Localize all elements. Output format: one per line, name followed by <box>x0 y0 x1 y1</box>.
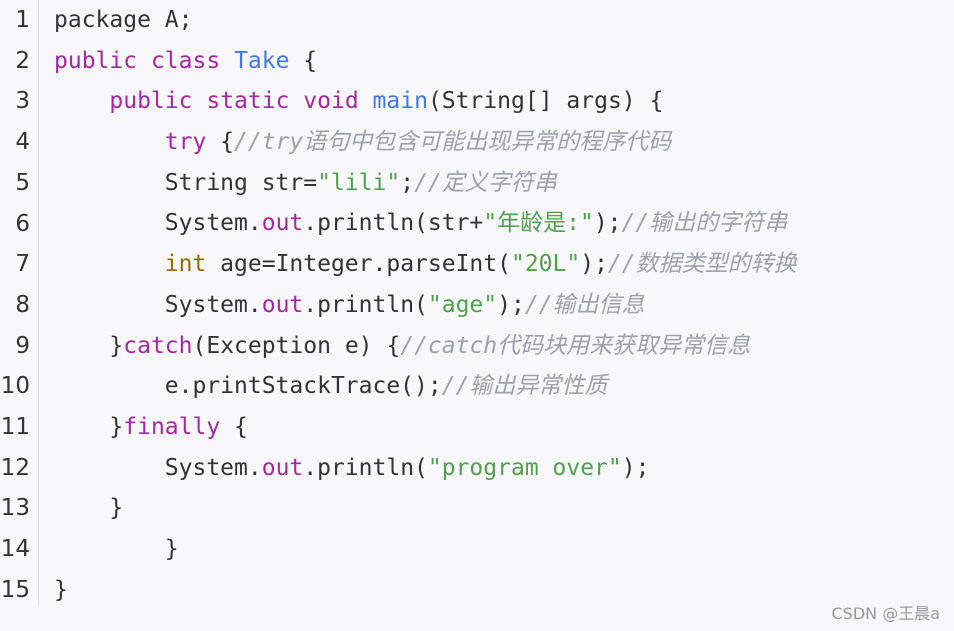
code-line: String str="lili";//定义字符串 <box>54 163 954 204</box>
string-literal: "age" <box>427 291 498 318</box>
line-number-gutter: 1 2 3 4 5 6 7 8 9 10 11 12 13 14 15 <box>0 0 39 606</box>
comment: //try语句中包含可能出现异常的程序代码 <box>234 129 672 156</box>
code-line: System.out.println(str+"年龄是:");//输出的字符串 <box>54 203 954 244</box>
code-text: { <box>220 413 248 440</box>
keyword: try <box>164 129 207 156</box>
code-text: } <box>109 332 124 359</box>
indent <box>54 210 165 236</box>
line-number: 2 <box>15 47 30 74</box>
indent <box>54 292 165 318</box>
code-line: public class Take { <box>54 41 954 82</box>
code-line: } <box>54 488 954 529</box>
comment: //数据类型的转换 <box>607 251 797 278</box>
class-name: Take <box>234 47 290 74</box>
keyword: finally <box>123 413 221 440</box>
line-number: 5 <box>15 169 30 196</box>
code-body: package A; public class Take { public st… <box>54 0 954 610</box>
code-text: .println(str+ <box>303 210 484 237</box>
watermark: CSDN @王晨a <box>831 604 940 623</box>
code-line: System.out.println("program over"); <box>54 448 954 489</box>
code-text: .println( <box>303 291 428 318</box>
line-number: 4 <box>15 129 30 156</box>
code-line: public static void main(String[] args) { <box>54 81 954 122</box>
line-number: 12 <box>0 454 30 481</box>
code-line: }catch(Exception e) {//catch代码块用来获取异常信息 <box>54 326 954 367</box>
code-text: (Exception e) { <box>192 332 401 359</box>
code-line: }finally { <box>54 407 954 448</box>
line-number: 14 <box>0 536 30 563</box>
keyword: static <box>206 88 290 115</box>
code-text: System. <box>164 454 262 481</box>
indent <box>54 455 165 481</box>
code-text: } <box>54 535 179 562</box>
indent <box>54 170 165 196</box>
string-literal: "program over" <box>427 454 622 481</box>
comment: //catch代码块用来获取异常信息 <box>400 332 751 359</box>
line-number: 3 <box>15 88 30 115</box>
line-number: 13 <box>0 495 30 522</box>
indent <box>54 129 165 155</box>
code-line: int age=Integer.parseInt("20L");//数据类型的转… <box>54 244 954 285</box>
line-number: 15 <box>0 576 30 603</box>
function-name: main <box>372 88 428 115</box>
comment: //定义字符串 <box>414 169 557 196</box>
comment: //输出的字符串 <box>621 210 788 237</box>
keyword: class <box>150 47 221 74</box>
line-number: 1 <box>15 7 30 33</box>
line-number: 8 <box>15 291 30 318</box>
indent <box>54 333 109 359</box>
indent <box>54 414 109 440</box>
field-name: out <box>261 210 304 237</box>
field-name: out <box>261 454 304 481</box>
code-line: package A; <box>54 0 954 41</box>
code-text: (String[] args) { <box>427 88 664 115</box>
code-text: System. <box>164 210 262 237</box>
code-line: System.out.println("age");//输出信息 <box>54 285 954 326</box>
code-line: e.printStackTrace();//输出异常性质 <box>54 366 954 407</box>
line-number: 6 <box>15 210 30 237</box>
code-text: { <box>289 47 318 74</box>
comment: //输出信息 <box>524 291 645 318</box>
code-text: e.printStackTrace(); <box>164 373 442 400</box>
field-name: out <box>261 291 304 318</box>
keyword: void <box>303 88 359 115</box>
code-text: ); <box>593 210 622 237</box>
code-text: } <box>109 413 124 440</box>
code-text: { <box>206 129 235 156</box>
line-number: 7 <box>15 251 30 278</box>
code-text: .println( <box>303 454 428 481</box>
indent <box>54 88 109 114</box>
code-line: } <box>54 529 954 570</box>
indent <box>54 373 165 399</box>
line-number: 11 <box>0 414 30 440</box>
line-number: 10 <box>0 373 30 400</box>
code-text: ; <box>400 169 415 196</box>
keyword: public <box>109 88 193 115</box>
code-text: } <box>54 495 124 522</box>
comment: //输出异常性质 <box>441 373 608 400</box>
code-line: } <box>54 570 954 611</box>
keyword: public <box>54 47 138 74</box>
code-text: age=Integer.parseInt( <box>206 251 511 278</box>
code-text: ); <box>580 251 608 278</box>
code-text: } <box>54 576 68 603</box>
line-number: 9 <box>15 332 30 359</box>
string-literal: "lili" <box>317 169 401 196</box>
primitive-type: int <box>164 251 207 278</box>
string-literal: "20L" <box>510 251 581 278</box>
code-text: System. <box>164 291 262 318</box>
code-text: ); <box>621 454 650 481</box>
code-text: package A; <box>54 7 193 33</box>
code-text: ); <box>497 291 525 318</box>
code-text: String str= <box>164 169 318 196</box>
keyword: catch <box>123 332 193 359</box>
string-literal: "年龄是:" <box>483 210 594 237</box>
code-line: try {//try语句中包含可能出现异常的程序代码 <box>54 122 954 163</box>
indent <box>54 251 165 277</box>
